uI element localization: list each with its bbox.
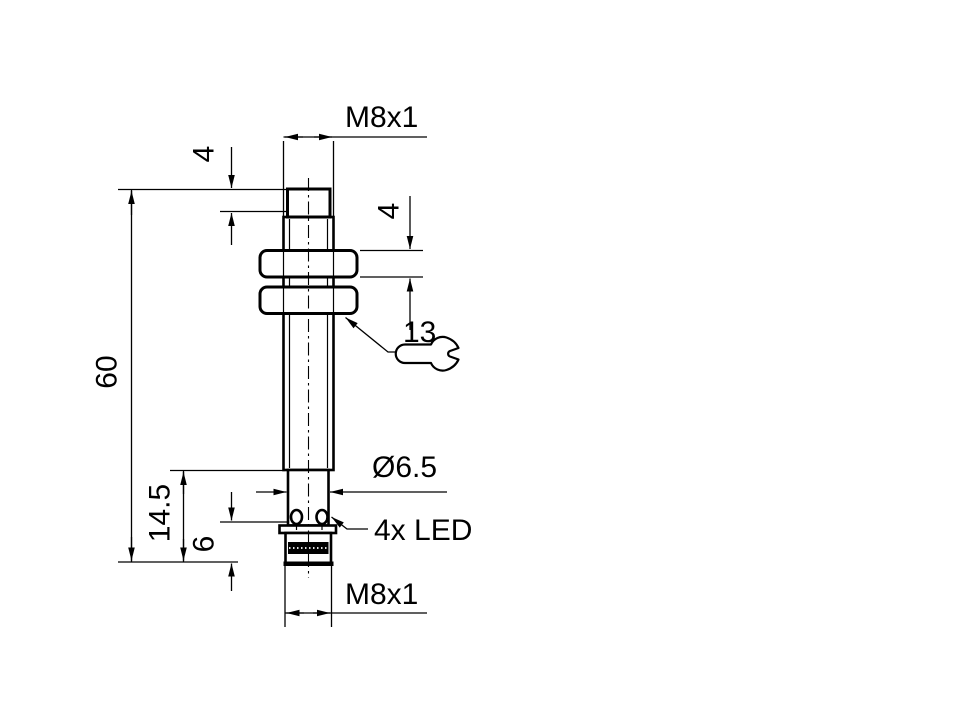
label-connector-length: 6 — [188, 536, 221, 553]
label-led-note: 4x LED — [374, 514, 472, 547]
led-indicator-right — [315, 508, 329, 526]
dim-thread-bottom: M8x1 — [284, 566, 427, 627]
led-indicator-left — [289, 508, 304, 526]
label-overall-length: 60 — [91, 355, 124, 388]
sensor-body — [258, 178, 359, 578]
dim-overall-length: 60 — [91, 189, 238, 563]
dim-thread-top: M8x1 — [282, 101, 427, 217]
dim-diameter: Ø6.5 — [256, 451, 447, 496]
callout-wrench-size: 13 — [345, 316, 460, 372]
dim-rear-length: 14.5 — [144, 469, 285, 562]
label-cap-height: 4 — [188, 146, 221, 163]
dim-connector-length: 6 — [188, 492, 289, 591]
open-end-wrench-icon — [394, 335, 460, 372]
dim-nut-height: 4 — [360, 196, 423, 330]
label-rear-length: 14.5 — [144, 484, 177, 542]
label-nut-height: 4 — [373, 203, 406, 220]
label-diameter: Ø6.5 — [372, 451, 437, 484]
dim-cap-height: 4 — [118, 146, 287, 245]
label-thread-top: M8x1 — [345, 101, 418, 134]
callout-led: 4x LED — [331, 514, 472, 547]
label-thread-bottom: M8x1 — [345, 578, 418, 611]
